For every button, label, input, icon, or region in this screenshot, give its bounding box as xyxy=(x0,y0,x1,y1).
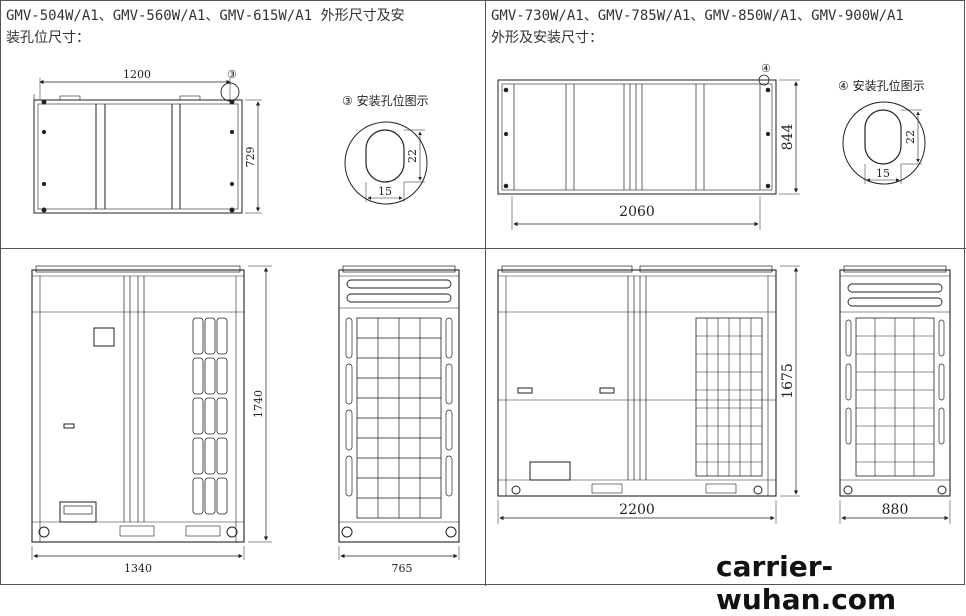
right-hole-w-label: 15 xyxy=(876,167,890,180)
left-hole-detail xyxy=(344,121,428,205)
drawing-frame xyxy=(0,0,965,585)
technical-drawing: 1200 ③ 729 ③ 安装孔位图示 22 15 1740 1340 765 … xyxy=(31,62,951,575)
left-caption: GMV-504W/A1、GMV-560W/A1、GMV-615W/A1 外形尺寸… xyxy=(6,5,482,49)
right-side-width-label: 880 xyxy=(882,502,909,518)
left-marker-label: ③ xyxy=(227,68,237,81)
right-side-view xyxy=(839,265,951,524)
right-caption-line1: GMV-730W/A1、GMV-785W/A1、GMV-850W/A1、GMV-… xyxy=(491,8,904,24)
right-caption: GMV-730W/A1、GMV-785W/A1、GMV-850W/A1、GMV-… xyxy=(491,5,963,49)
right-caption-line2: 外形及安装尺寸： xyxy=(491,30,603,46)
left-top-view xyxy=(33,78,262,214)
left-caption-line2: 装孔位尺寸： xyxy=(6,30,90,46)
left-front-width-label: 1340 xyxy=(124,562,152,575)
left-hole-h-label: 22 xyxy=(406,149,419,163)
left-top-depth-label: 729 xyxy=(244,147,257,168)
right-front-view xyxy=(497,265,800,524)
right-top-view xyxy=(497,74,800,230)
right-hole-title: ④ 安装孔位图示 xyxy=(838,78,925,93)
panel-divider xyxy=(485,0,486,586)
right-marker-label: ④ xyxy=(761,62,771,75)
left-front-height-label: 1740 xyxy=(252,390,265,418)
left-side-width-label: 765 xyxy=(392,562,413,575)
right-top-depth-label: 844 xyxy=(780,124,796,151)
left-top-width-label: 1200 xyxy=(123,68,151,81)
right-front-height-label: 1675 xyxy=(780,363,796,399)
left-caption-line1: GMV-504W/A1、GMV-560W/A1、GMV-615W/A1 外形尺寸… xyxy=(6,8,405,24)
right-hole-h-label: 22 xyxy=(904,130,917,144)
left-hole-title: ③ 安装孔位图示 xyxy=(342,93,429,108)
right-front-width-label: 2200 xyxy=(619,502,655,518)
left-hole-w-label: 15 xyxy=(378,185,392,198)
left-side-view xyxy=(338,265,460,560)
right-top-width-label: 2060 xyxy=(619,204,655,220)
row-divider xyxy=(0,248,966,249)
right-hole-detail xyxy=(842,101,926,185)
left-front-view xyxy=(31,265,272,560)
watermark: carrier-wuhan.com xyxy=(716,550,897,616)
